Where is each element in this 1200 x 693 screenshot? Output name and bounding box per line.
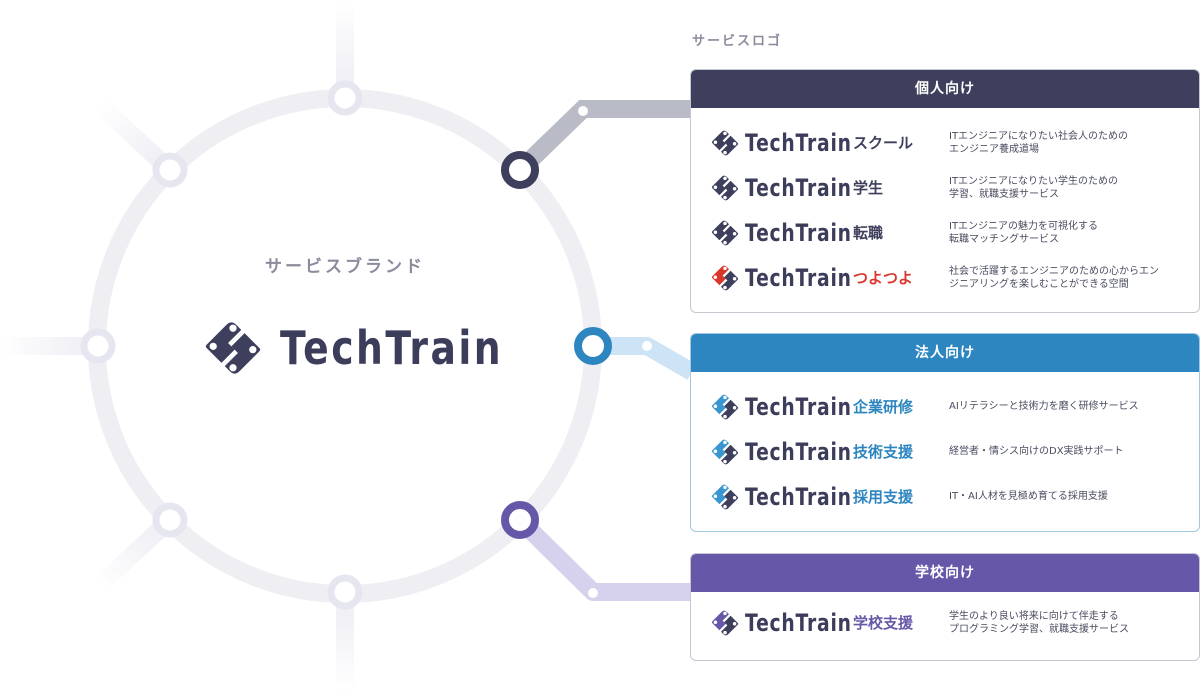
connector-personal [501,100,692,189]
connector-school [501,501,692,601]
service-description: AIリテラシーと技術力を磨く研修サービス [949,401,1139,412]
service-row-corporate-training[interactable]: TechTrain 企業研修 AIリテラシーと技術力を磨く研修サービス [709,384,1179,429]
service-description: 経営者・情シス向けのDX実践サポート [949,446,1124,457]
service-row-tech-support[interactable]: TechTrain 技術支援 経営者・情シス向けのDX実践サポート [709,429,1179,474]
group-school-header: 学校向け [691,554,1199,592]
techtrain-logo-icon [711,265,739,290]
service-logo-label: サービスロゴ [692,34,783,49]
service-description: ITエンジニアの魅力を可視化する 転職マッチングサービス [949,220,1099,245]
service-row-career[interactable]: TechTrain 転職 ITエンジニアの魅力を可視化する 転職マッチングサービ… [709,210,1179,255]
service-subname: 学生 [853,179,884,197]
group-personal-header: 個人向け [691,70,1199,108]
techtrain-wordmark: TechTrain [280,321,504,375]
techtrain-logo-icon [711,439,739,464]
group-personal: 個人向け TechTrain スクール ITエンジニアになりたい社会人のための … [690,69,1200,313]
service-subname: 学校支援 [853,614,914,632]
techtrain-logo-icon [205,322,261,374]
service-subname: スクール [853,134,914,152]
service-wordmark: TechTrain [745,173,852,202]
service-description: IT・AI人材を見極め育てる採用支援 [949,491,1108,502]
ring-node-top [327,80,363,116]
service-row-school-support[interactable]: TechTrain 学校支援 学生のより良い将来に向けて伴走する プログラミング… [709,600,1179,645]
service-subname: 企業研修 [853,398,914,416]
group-school: 学校向け TechTrain 学校支援 学生のより良い将来に向けて伴走する プロ… [690,553,1200,661]
service-row-school[interactable]: TechTrain スクール ITエンジニアになりたい社会人のための エンジニア… [709,120,1179,165]
service-row-student[interactable]: TechTrain 学生 ITエンジニアになりたい学生のための 学習、就職支援サ… [709,165,1179,210]
techtrain-logo-icon [711,130,739,155]
service-subname: 技術支援 [853,443,914,461]
service-description: 社会で活躍するエンジニアのための心からエン ジニアリングを楽しむことができる空間 [949,265,1159,290]
ring-node-bottom [327,574,363,610]
ring-nodes [80,80,363,610]
service-row-recruiting[interactable]: TechTrain 採用支援 IT・AI人材を見極め育てる採用支援 [709,474,1179,519]
ring-node-lower-left [152,502,188,538]
service-wordmark: TechTrain [745,608,852,637]
node-corporate [574,327,612,365]
service-brand-label: サービスブランド [265,257,425,277]
service-subname: 採用支援 [853,488,914,506]
techtrain-logo-icon [711,220,739,245]
techtrain-logo-icon [711,175,739,200]
service-wordmark: TechTrain [745,128,852,157]
techtrain-main-logo: TechTrain [200,308,552,388]
connector-corporate [574,327,697,380]
techtrain-logo-icon [711,484,739,509]
ring-node-left [80,328,116,364]
service-wordmark: TechTrain [745,263,852,292]
service-description: 学生のより良い将来に向けて伴走する プログラミング学習、就職支援サービス [949,610,1129,635]
group-corporate: 法人向け TechTrain 企業研修 AIリテラシーと技術力を磨く研修サービス… [690,333,1200,532]
service-description: ITエンジニアになりたい社会人のための エンジニア養成道場 [949,130,1129,155]
service-row-tsuyotsuyo[interactable]: TechTrain つよつよ 社会で活躍するエンジニアのための心からエン ジニア… [709,255,1179,300]
service-wordmark: TechTrain [745,218,852,247]
ring-node-upper-left [152,152,188,188]
node-personal [501,151,539,189]
techtrain-logo-icon [711,394,739,419]
techtrain-logo-icon [711,610,739,635]
service-wordmark: TechTrain [745,437,852,466]
service-wordmark: TechTrain [745,482,852,511]
service-description: ITエンジニアになりたい学生のための 学習、就職支援サービス [949,175,1119,200]
service-wordmark: TechTrain [745,392,852,421]
service-subname: 転職 [853,224,884,242]
group-corporate-header: 法人向け [691,334,1199,372]
node-school [501,501,539,539]
service-subname: つよつよ [853,269,914,287]
